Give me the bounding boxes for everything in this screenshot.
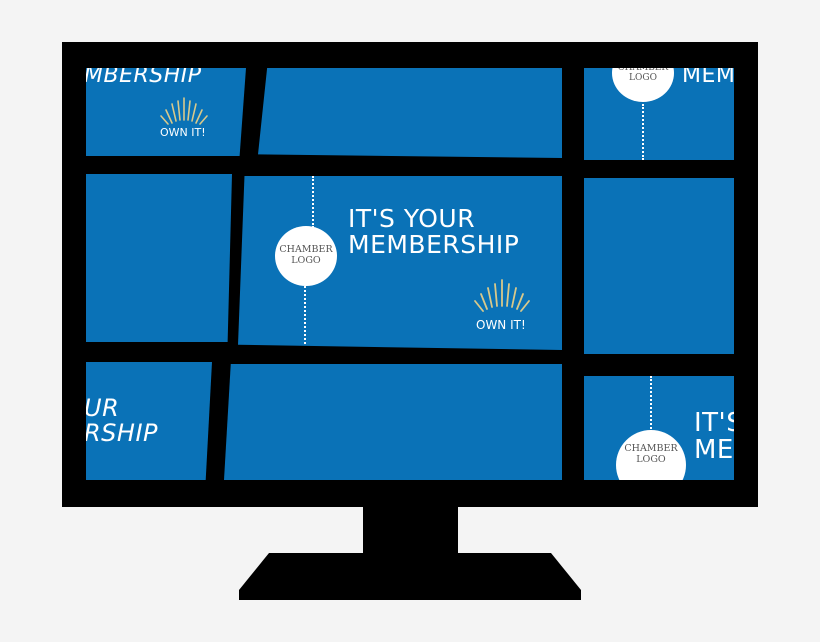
headline-fragment: MEM (682, 68, 734, 88)
sunburst-icon (160, 97, 208, 125)
tile-bottom-right: CHAMBER LOGO IT'S ME (584, 376, 734, 480)
dotted-line-top (312, 176, 314, 228)
logo-line2: LOGO (636, 453, 666, 465)
headline-fragment: MBERSHIP (86, 68, 202, 88)
logo-line2: LOGO (629, 73, 657, 83)
dotted-line-bottom (304, 286, 306, 348)
headline-fragment: IT'S ME (694, 408, 734, 466)
fragment-line2: RSHIP (86, 419, 159, 448)
headline: IT'S YOUR MEMBERSHIP (348, 204, 520, 260)
chamber-logo: CHAMBER LOGO (275, 226, 337, 286)
sunburst-icon (474, 279, 530, 312)
tile-top-center (258, 68, 562, 158)
fragment-line1: IT'S (694, 408, 734, 438)
fragment-line1: UR (86, 394, 120, 422)
logo-line1: CHAMBER (624, 443, 678, 454)
tile-bottom-center (224, 364, 562, 480)
headline-line1: IT'S YOUR (348, 204, 476, 233)
dotted-line (642, 104, 644, 160)
monitor-screen: MBERSHIP OWN IT! CHAMBER (86, 68, 734, 480)
logo-line1: CHAMBER (618, 68, 668, 73)
dotted-line (650, 376, 652, 432)
logo-line2: LOGO (291, 255, 321, 266)
tile-top-left: MBERSHIP OWN IT! (86, 68, 246, 156)
tile-top-right: CHAMBER LOGO MEM (584, 68, 734, 160)
logo-line1: CHAMBER (279, 244, 333, 256)
fragment-line2: ME (694, 435, 734, 466)
tile-middle-right (584, 178, 734, 354)
chamber-logo: CHAMBER LOGO (616, 430, 686, 480)
headline-fragment: UR RSHIP (86, 394, 159, 448)
tagline: OWN IT! (160, 126, 206, 139)
tile-middle-left (86, 174, 232, 342)
tile-main-slide: CHAMBER LOGO IT'S YOUR MEMBERSHIP (238, 176, 562, 350)
headline-line2: MEMBERSHIP (348, 230, 520, 260)
monitor-neck (363, 505, 458, 555)
tile-bottom-left: UR RSHIP (86, 362, 212, 480)
tagline: OWN IT! (476, 318, 526, 332)
